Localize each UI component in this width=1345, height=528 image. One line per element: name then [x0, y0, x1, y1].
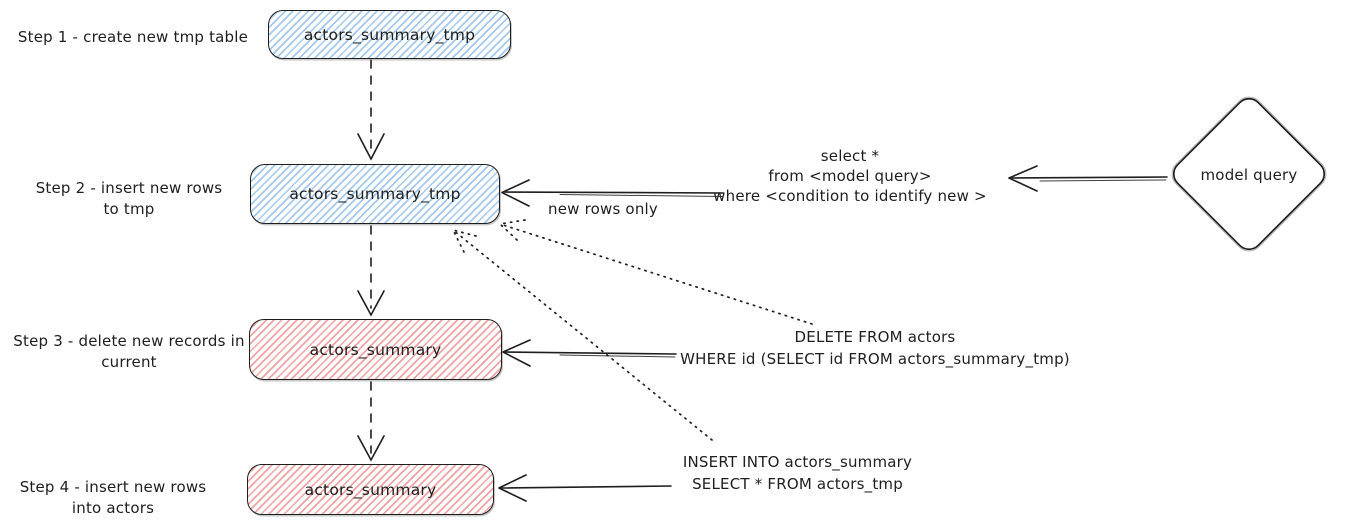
step-1-node-label: actors_summary_tmp — [303, 25, 476, 44]
arrow-box2-to-box3 — [357, 225, 385, 317]
new-rows-only-label: new rows only — [548, 200, 658, 218]
dotted-arrow-insert-ref — [452, 229, 713, 441]
dotted-arrow-delete-ref — [499, 219, 813, 325]
arrow-diamond-to-query — [1008, 165, 1168, 192]
arrow-query-to-box2 — [501, 179, 724, 207]
step-4-node: actors_summary — [247, 464, 494, 515]
arrow-delete-to-box3 — [502, 339, 677, 367]
arrow-box3-to-box4 — [357, 381, 385, 462]
model-query-diamond — [1171, 96, 1327, 252]
step-1-node: actors_summary_tmp — [268, 10, 511, 59]
step-2-node-label: actors_summary_tmp — [289, 185, 461, 203]
model-query-label: model query — [1200, 166, 1298, 184]
step-3-label: Step 3 - delete new records in current — [13, 332, 245, 371]
step-2-label: Step 2 - insert new rows to tmp — [35, 179, 223, 218]
step-4-node-label: actors_summary — [304, 480, 437, 499]
delete-sql-annotation: DELETE FROM actors WHERE id (SELECT id F… — [680, 328, 1070, 368]
step-4-label: Step 4 - insert new rows into actors — [19, 478, 207, 517]
step-3-node-label: actors_summary — [309, 340, 442, 359]
insert-sql-annotation: INSERT INTO actors_summary SELECT * FROM… — [682, 453, 913, 493]
select-query-annotation: select * from <model query> where <condi… — [713, 147, 987, 205]
step-3-node: actors_summary — [249, 319, 502, 380]
arrow-box1-to-box2 — [357, 59, 385, 161]
step-1-label: Step 1 - create new tmp table — [17, 28, 249, 46]
step-2-node: actors_summary_tmp — [250, 164, 500, 224]
arrow-insert-to-box4 — [498, 474, 672, 502]
